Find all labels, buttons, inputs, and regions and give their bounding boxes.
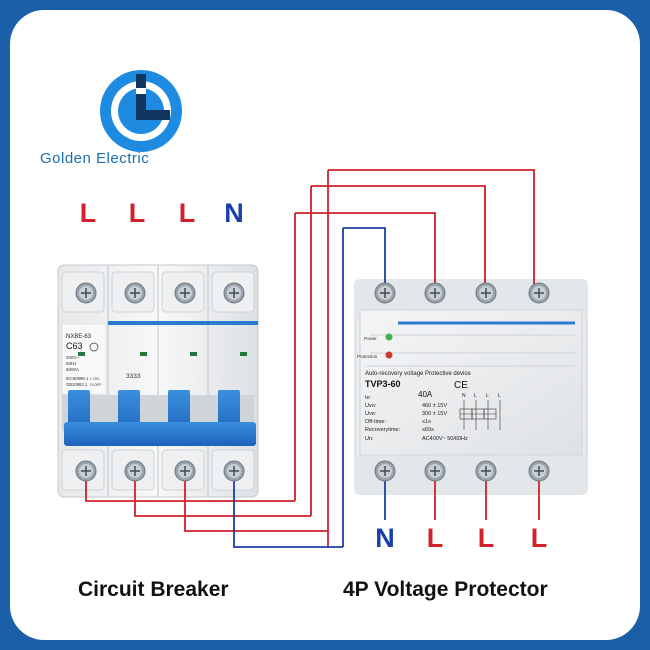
spec-value: 460 ± 15V — [422, 403, 447, 409]
terminal-screw-icon — [223, 282, 245, 304]
wire-live-top-outer — [328, 169, 535, 291]
indicator-power-label: Power — [364, 336, 377, 341]
terminal-screw-icon — [75, 460, 97, 482]
power-indicator-led — [385, 333, 393, 341]
pole-label: N — [462, 393, 466, 399]
spec-label: Uve: — [365, 411, 377, 417]
breaker-terminal-label: L — [129, 198, 146, 228]
terminal-screws — [75, 282, 550, 482]
terminal-screw-icon — [475, 460, 497, 482]
pole-label: L — [486, 393, 489, 399]
protection-indicator-led — [385, 351, 393, 359]
wire-live-breaker-3 — [184, 471, 328, 532]
wire-live-breaker-2 — [134, 471, 311, 517]
wire-neutral-breaker — [233, 471, 343, 548]
breaker-terminal-label: N — [224, 198, 244, 228]
terminal-screw-icon — [475, 282, 497, 304]
wire-neutral-top — [343, 227, 386, 291]
pole-label: L — [474, 393, 477, 399]
breaker-rating: C63 — [66, 341, 83, 351]
terminal-screw-icon — [223, 460, 245, 482]
breaker-onoff-line: O:OFF — [90, 383, 102, 387]
brand-name: Golden Electric — [40, 150, 150, 167]
breaker-model: NXBE-63 — [66, 334, 92, 340]
pole-label: L — [498, 393, 501, 399]
spec-value: ≤60s — [422, 427, 434, 433]
protector-rating: 40A — [418, 390, 433, 399]
breaker-terminal-label: L — [80, 198, 97, 228]
protector-terminal-label: L — [427, 523, 444, 553]
terminal-screw-icon — [528, 460, 550, 482]
wire-live-top-inner — [295, 212, 436, 291]
breaker-caption: Circuit Breaker — [78, 578, 229, 601]
terminal-screw-icon — [528, 282, 550, 304]
pole-schematic: N L L L — [462, 393, 501, 399]
breaker-standard-line: IEC60898-1 — [66, 376, 89, 381]
breaker-spec-line: 400V~ — [66, 355, 80, 360]
terminal-screw-icon — [174, 282, 196, 304]
protector-spec-rows: Ie: Uvo: 460 ± 15V Uve: 300 ± 15V Off-ti… — [365, 395, 468, 442]
breaker-spec-line: 50Hz — [66, 361, 77, 366]
golden-electric-g-logo-icon — [100, 70, 182, 152]
terminal-screw-icon — [75, 282, 97, 304]
spec-label: Off-time: — [365, 419, 386, 425]
breaker-spec-line: 6000A — [66, 367, 79, 372]
terminal-screw-icon — [424, 282, 446, 304]
terminal-screw-icon — [174, 460, 196, 482]
protector-ce-mark: CE — [454, 380, 468, 391]
breaker-standard-line: GB10963.1 — [66, 382, 88, 387]
protector-terminal-label: L — [531, 523, 548, 553]
protector-subtitle: Auto-recovery voltage Protective device — [365, 371, 471, 377]
breaker-terminal-label: L — [179, 198, 196, 228]
breaker-onoff-line: I: ON — [90, 377, 99, 381]
terminal-screw-icon — [124, 282, 146, 304]
wiring-diagram: NXBE-63 C63 400V~ 50Hz 6000A IEC60898-1 … — [57, 169, 588, 553]
indicator-protection-label: Protection — [357, 354, 378, 359]
spec-value: ≤1s — [422, 419, 431, 425]
spec-value: 300 ± 15V — [422, 411, 447, 417]
spec-label: Ie: — [365, 395, 372, 401]
protector-model: TVP3-60 — [365, 379, 401, 389]
spec-label: Uvo: — [365, 403, 377, 409]
spec-label: Un: — [365, 436, 374, 442]
terminal-screw-icon — [124, 460, 146, 482]
frame: Golden Electric — [10, 10, 640, 640]
spec-label: Recoverytime: — [365, 427, 401, 433]
terminal-screw-icon — [424, 460, 446, 482]
spec-value: AC400V~ 50/60Hz — [422, 436, 468, 442]
protector-terminal-label: L — [478, 523, 495, 553]
terminal-screw-icon — [374, 460, 396, 482]
terminal-screw-icon — [374, 282, 396, 304]
wire-live-top-middle — [311, 185, 486, 291]
protector-terminal-label: N — [375, 523, 395, 553]
protector-caption: 4P Voltage Protector — [343, 578, 548, 601]
breaker-number-digits: 3333 — [126, 373, 141, 380]
